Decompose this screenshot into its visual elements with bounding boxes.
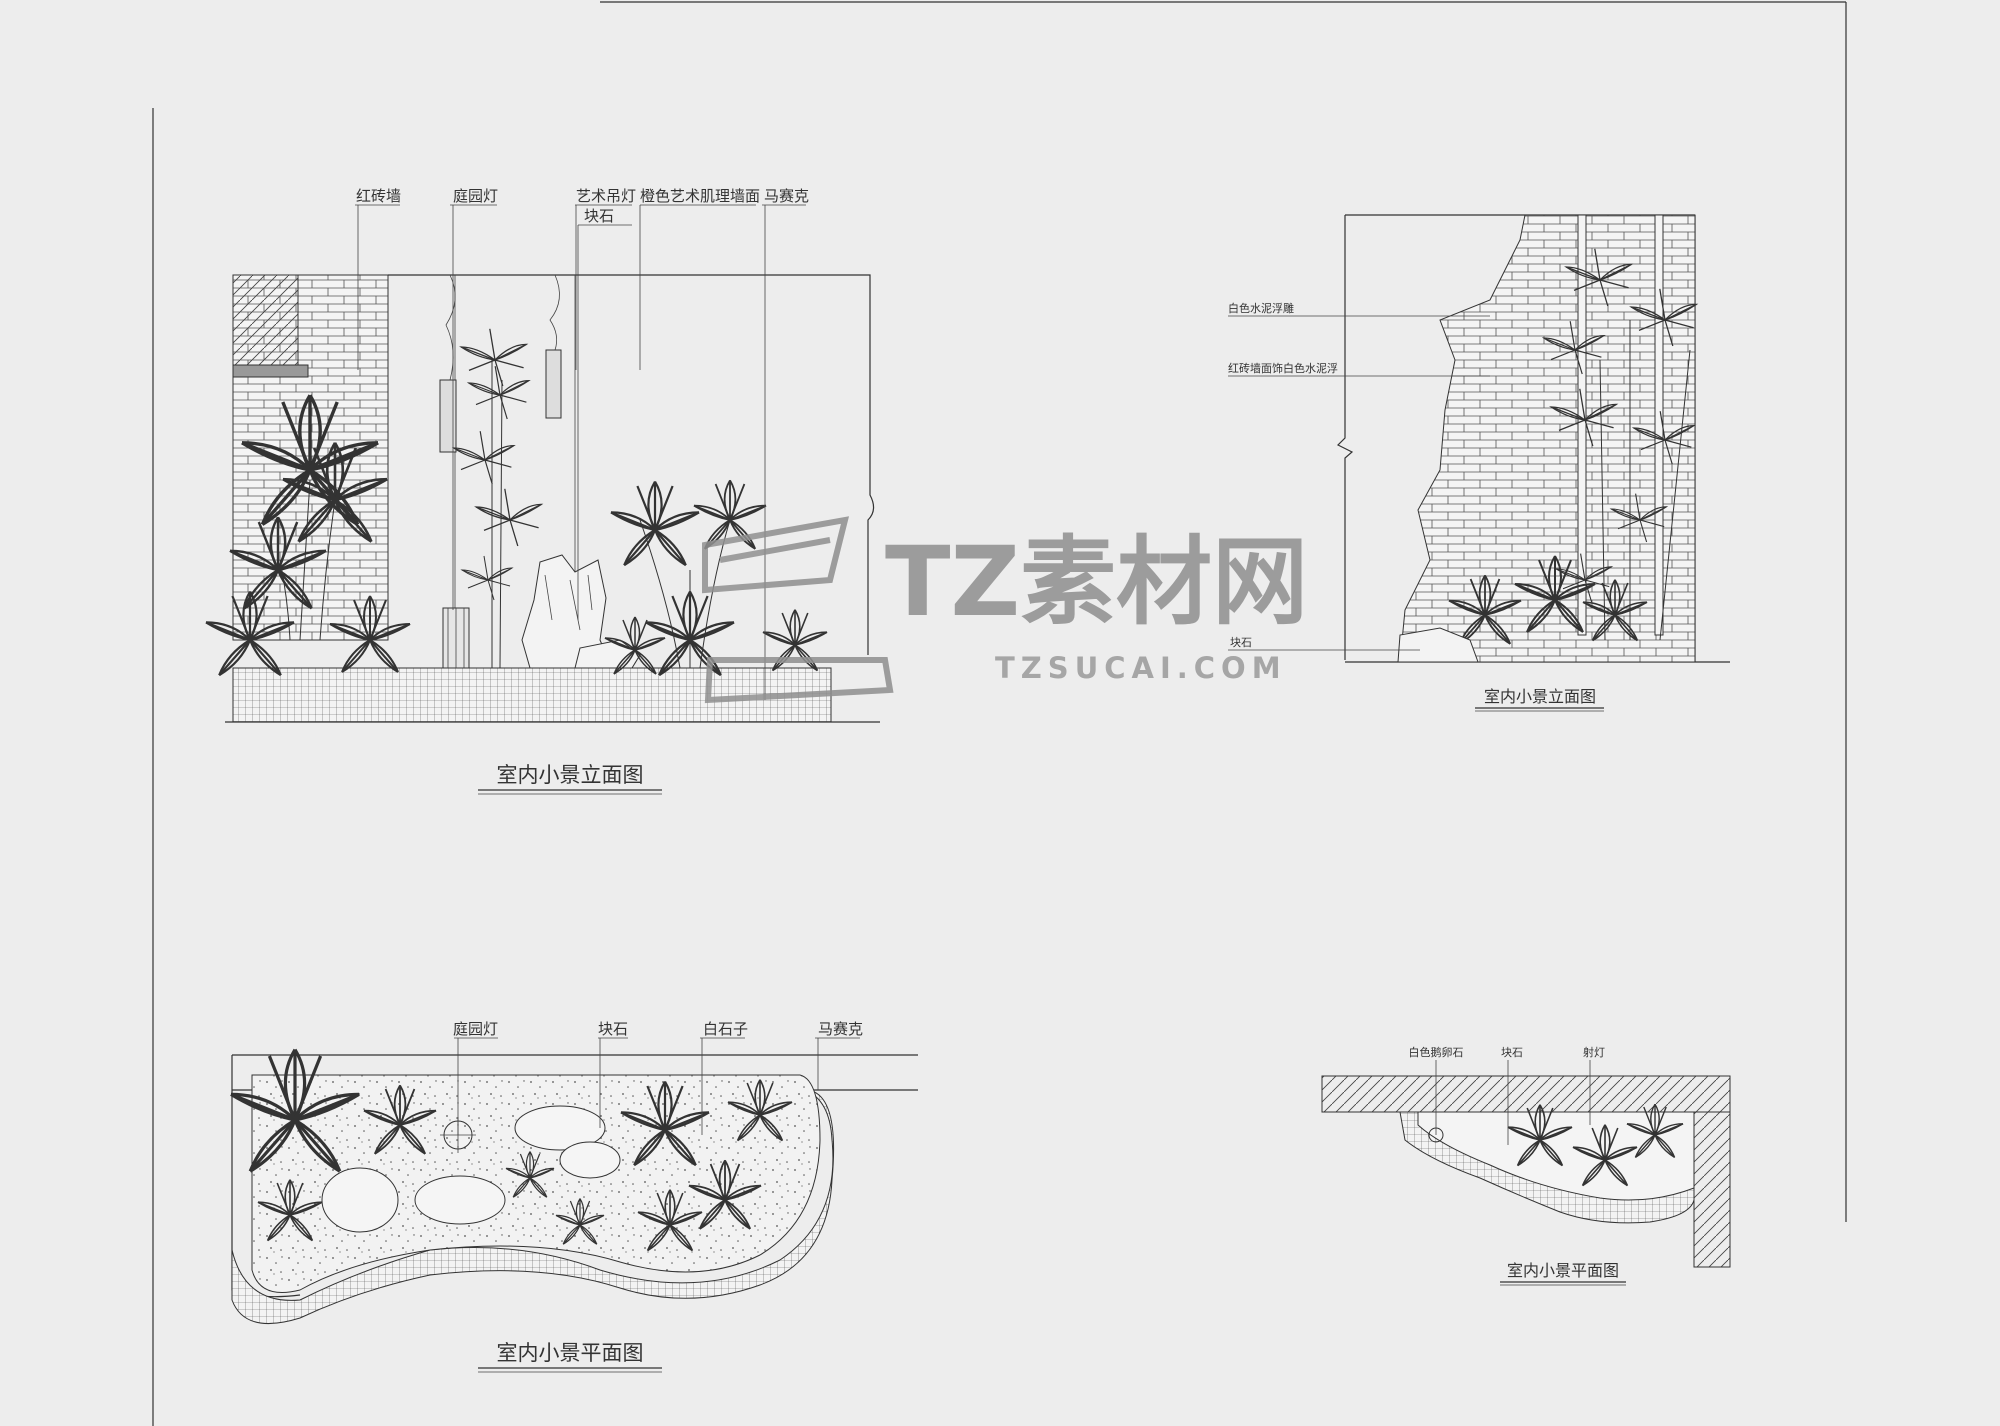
palm-plant [204, 393, 411, 677]
label-white-pebble-right: 白色鹅卵石 [1409, 1045, 1464, 1059]
label-mosaic: 马赛克 [764, 187, 809, 205]
label-art-pendant: 艺术吊灯 [576, 187, 636, 205]
art-pendant-lamp-1 [439, 379, 457, 453]
wall-section-right [1693, 1111, 1731, 1268]
bamboo-plant [453, 328, 542, 669]
mosaic-planter-base [232, 667, 832, 723]
brick-wall-hatch [232, 274, 299, 366]
label-block-stone-plan: 块石 [598, 1020, 628, 1038]
pendant-cord-2 [549, 274, 560, 351]
orange-art-wall [388, 274, 875, 655]
title-plan-left: 室内小景平面图 [497, 1341, 644, 1365]
label-garden-lamp: 庭园灯 [453, 187, 498, 205]
plan-right-leaders [1435, 1060, 1591, 1145]
label-white-plaster: 白色水泥浮雕 [1228, 301, 1294, 315]
label-block-stone: 块石 [584, 207, 614, 225]
title-elevation-left: 室内小景立面图 [497, 763, 644, 787]
plan-left-leaders [454, 1037, 860, 1135]
plan-right: 白色鹅卵石 块石 射灯 室内小景平面图 [1321, 1045, 1731, 1286]
brick-wall-white-plaster [1399, 214, 1696, 663]
block-stone-right [1397, 627, 1479, 663]
elevation-right: 白色水泥浮雕 红砖墙面饰白色水泥浮 块石 室内小景立面图 [1228, 214, 1730, 712]
watermark: TZ素材网 TZSUCAI.COM [702, 516, 1308, 704]
label-mosaic-plan: 马赛克 [818, 1020, 863, 1038]
pendant-cord-1 [445, 274, 456, 381]
label-red-brick-wall: 红砖墙 [356, 187, 401, 205]
label-spot-lamp: 射灯 [1583, 1045, 1605, 1059]
elevation-left-leaders [355, 204, 806, 700]
title-elevation-right: 室内小景立面图 [1484, 687, 1596, 706]
label-block-stone-right: 块石 [1230, 636, 1252, 649]
bamboo-grove [1543, 214, 1697, 641]
plan-left: 庭园灯 块石 白石子 马赛克 室内小景平面图 [229, 1020, 918, 1373]
watermark-cn: TZ素材网 [885, 526, 1308, 638]
label-orange-wall: 橙色艺术肌理墙面 [640, 187, 760, 205]
label-white-pebble-plan: 白石子 [703, 1020, 748, 1038]
watermark-en: TZSUCAI.COM [995, 651, 1287, 685]
elevation-left: 红砖墙 庭园灯 艺术吊灯 块石 橙色艺术肌理墙面 马赛克 室内小景立面图 [204, 187, 880, 795]
label-brick-plaster: 红砖墙面饰白色水泥浮 [1228, 361, 1338, 375]
wall-section-top [1321, 1075, 1731, 1113]
title-plan-right: 室内小景平面图 [1507, 1261, 1619, 1280]
art-pendant-lamp-2 [545, 349, 562, 419]
elevation-right-leaders [1228, 315, 1490, 651]
tropical-plant [604, 479, 828, 677]
label-garden-lamp-plan: 庭园灯 [453, 1020, 498, 1038]
label-block-stone-right-plan: 块石 [1501, 1046, 1523, 1059]
